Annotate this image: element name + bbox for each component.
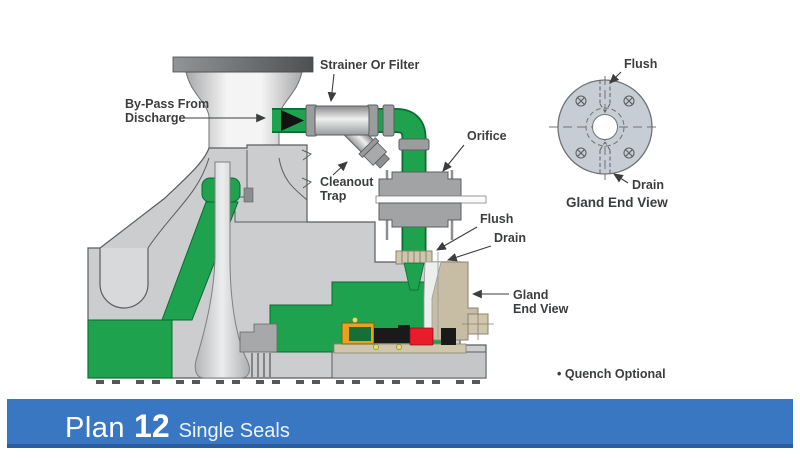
leader-cleanout <box>332 161 348 176</box>
gland-end-view <box>549 76 661 180</box>
casing-u-notch <box>99 248 149 309</box>
pipe-unions <box>305 104 430 151</box>
break-mark <box>301 149 312 161</box>
nozzle-flange-band <box>172 56 314 73</box>
gland-bolts <box>575 95 635 159</box>
label-cleanout-line1: Cleanout <box>320 175 374 189</box>
drain-port-dashed <box>599 141 611 174</box>
shaft-splines <box>251 353 271 377</box>
leader-endview-flush <box>609 71 622 84</box>
leader-orifice <box>442 144 465 172</box>
flow-arrow-icon <box>281 110 304 131</box>
strainer-or-filter-icon <box>314 105 390 169</box>
leader-drain <box>446 245 492 262</box>
label-bypass-line2: Discharge <box>125 111 185 125</box>
casing-inner-edge-left <box>147 157 210 249</box>
seal-gasket-black <box>441 328 456 345</box>
plan-subtitle: Single Seals <box>178 420 290 442</box>
seal-face-red <box>409 327 434 346</box>
volute-lower <box>87 319 173 379</box>
bolt-circle-dashed <box>585 107 625 147</box>
shaft-base-block <box>331 351 487 379</box>
break-mark <box>301 177 312 189</box>
seal-rotary-black <box>374 325 410 343</box>
shaft-bore <box>592 114 618 140</box>
label-bypass-line1: By-Pass From <box>125 97 209 111</box>
flush-pipe-taper <box>403 262 425 291</box>
label-cleanout-line2: Trap <box>320 189 347 203</box>
label-drain: Drain <box>494 231 526 245</box>
discharge-nozzle <box>172 56 314 159</box>
label-orifice: Orifice <box>467 129 507 143</box>
flush-connection-nut <box>395 250 433 265</box>
impeller <box>194 161 278 379</box>
plan-word: Plan <box>65 412 126 444</box>
pipe-green <box>272 109 425 263</box>
leader-endview-drain <box>613 173 629 184</box>
label-gland-line2: End View <box>513 302 569 316</box>
label-endview-drain: Drain <box>632 178 664 192</box>
strainer-body <box>314 105 370 136</box>
seal-spring-pocket <box>349 327 371 341</box>
orifice-flange-top <box>378 171 462 197</box>
seal-set-screws <box>352 317 402 350</box>
diagram-labels: Strainer Or Filter By-Pass From Discharg… <box>125 57 668 381</box>
throat-bushing-steps <box>239 323 278 353</box>
flush-port-dashed <box>599 80 611 113</box>
label-endview-flush: Flush <box>624 57 657 71</box>
bypass-piping <box>272 104 487 265</box>
orifice-assembly <box>375 170 487 240</box>
plan-number: 12 <box>134 408 170 444</box>
label-gland-line1: Gland <box>513 288 548 302</box>
orifice-flange-bottom <box>378 202 462 228</box>
leader-flush <box>436 226 478 251</box>
label-flush: Flush <box>480 212 513 226</box>
impeller-blade <box>194 161 250 379</box>
mechanical-seal <box>333 317 467 354</box>
casing-nub <box>243 187 254 203</box>
casing-inner-edge-right <box>278 157 308 201</box>
plan-banner: Plan 12 Single Seals <box>7 399 793 448</box>
label-quench-optional: • Quench Optional <box>557 367 666 381</box>
label-strainer: Strainer Or Filter <box>320 58 419 72</box>
bottom-hatch <box>96 380 480 384</box>
label-endview-caption: Gland End View <box>566 195 668 210</box>
leader-strainer <box>327 73 337 103</box>
leader-lines <box>183 71 629 299</box>
orifice-plate <box>375 195 487 204</box>
pump-cross-section <box>87 56 487 384</box>
